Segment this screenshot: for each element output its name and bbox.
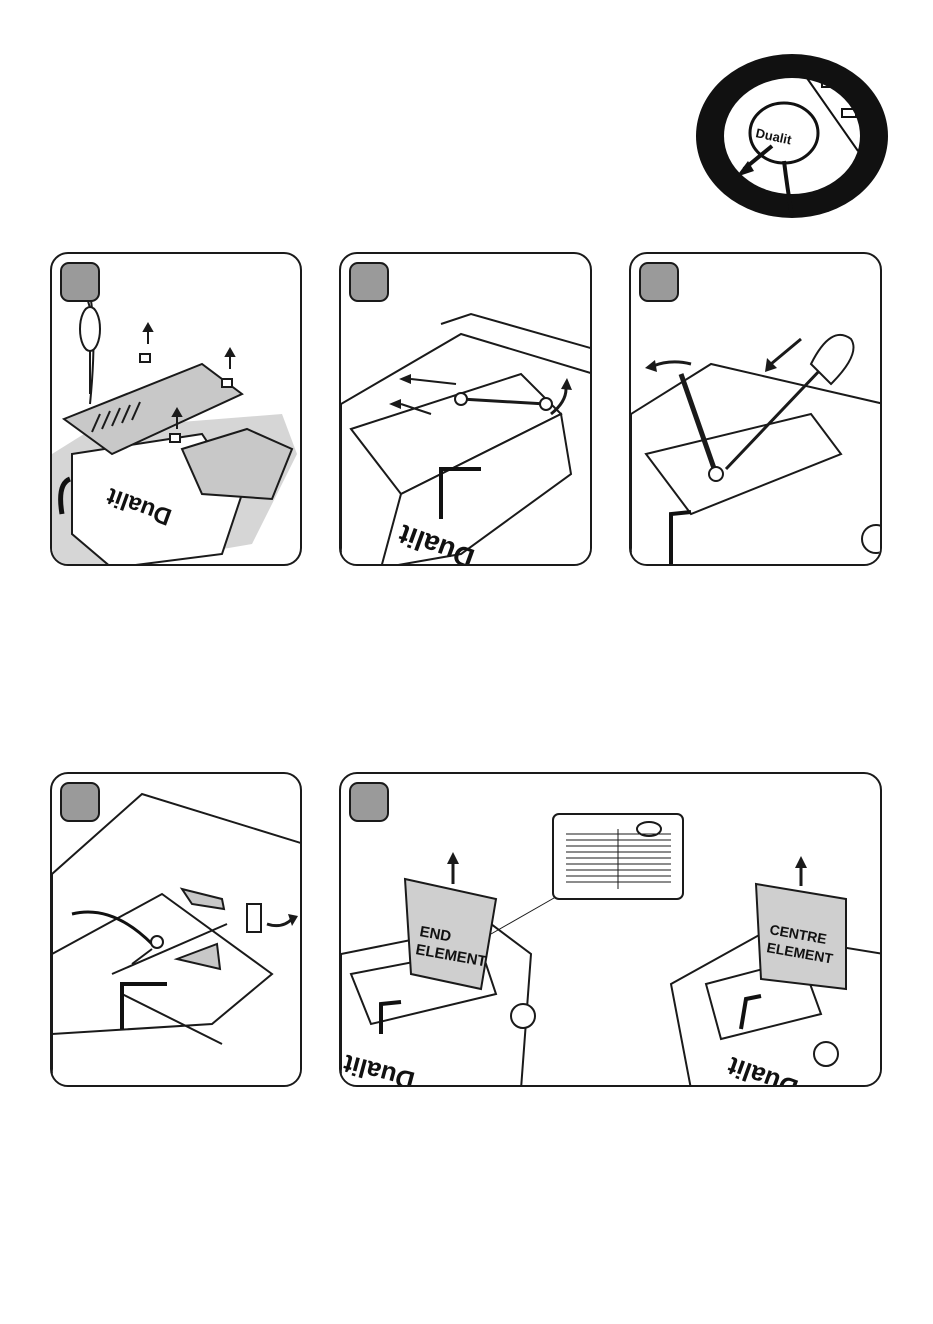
step-5-panel: Dualit END ELEMENT Dualit CENTRE ELEMENT	[339, 772, 882, 1087]
step-4-panel	[50, 772, 302, 1087]
step-3-panel	[629, 252, 882, 566]
step-2-panel: Dualit	[339, 252, 592, 566]
step-4-badge	[60, 782, 100, 822]
step-3-badge	[639, 262, 679, 302]
unplug-illustration: Dualit	[692, 51, 892, 221]
step-2-badge	[349, 262, 389, 302]
step-1-badge	[60, 262, 100, 302]
step-1-panel: Dualit	[50, 252, 302, 566]
step-5-illustration: Dualit END ELEMENT Dualit CENTRE ELEMENT	[341, 774, 882, 1087]
step-5-badge	[349, 782, 389, 822]
